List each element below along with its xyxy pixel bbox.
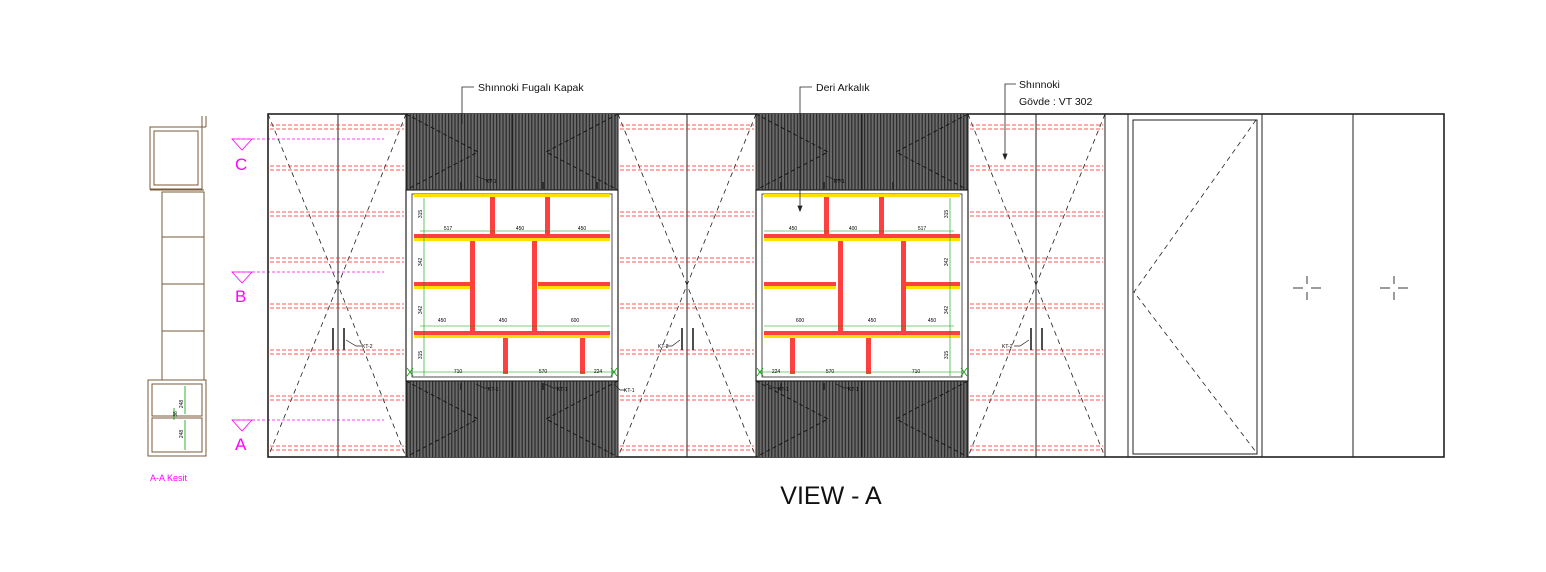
crosshair-icon (1293, 276, 1408, 300)
view-title: VIEW - A (780, 482, 882, 510)
dim-l-r4-c: 224 (594, 369, 603, 375)
dim-r-r3-c: 450 (928, 318, 937, 324)
dim-r-side-3: 342 (944, 306, 950, 315)
tag-kt2-mid: KT-2 (658, 344, 669, 350)
dim-r-r4-c: 710 (912, 369, 921, 375)
hidden-shelf-lines (270, 124, 1103, 451)
niche-right (755, 189, 969, 382)
dim-l-side-1: 315 (418, 210, 424, 219)
section-dimensions (173, 386, 186, 450)
dim-l-r3-a: 450 (438, 318, 447, 324)
callout-body-code: Gövde : VT 302 (1019, 96, 1093, 108)
dim-l-side-3: 342 (418, 306, 424, 315)
callout-fluted-door: Shınnoki Fugalı Kapak (478, 82, 584, 94)
section-dim-3: 36 (173, 411, 179, 417)
section-markers (231, 138, 384, 432)
dim-r-r1-b: 400 (849, 226, 858, 232)
dim-l-r4-a: 710 (454, 369, 463, 375)
dim-r-side-2: 342 (944, 258, 950, 267)
dim-r-r4-a: 224 (772, 369, 781, 375)
tag-kt1-bot-3: KT-1 (624, 388, 635, 394)
dim-l-side-4: 315 (418, 351, 424, 360)
section-dim-2: 248 (179, 430, 185, 439)
dim-l-side-2: 342 (418, 258, 424, 267)
dim-r-r1-a: 450 (789, 226, 798, 232)
section-top-cabinet (149, 126, 203, 190)
section-marker-a: A (235, 435, 247, 454)
tag-kt1-bot-2: KT-1 (557, 387, 568, 393)
door-handles (332, 182, 1043, 390)
callout-body-material: Shınnoki (1019, 79, 1060, 91)
tag-kt2-left: KT-2 (362, 344, 373, 350)
dim-r-r3-a: 600 (796, 318, 805, 324)
niche-left (405, 189, 619, 382)
section-caption: A-A Kesit (150, 473, 188, 483)
dim-l-r4-b: 570 (539, 369, 548, 375)
niche-markers (406, 367, 968, 377)
dim-l-r3-c: 600 (571, 318, 580, 324)
section-base-unit (147, 379, 207, 457)
section-aa (147, 116, 207, 457)
tag-kt1-bot-4: KT-1 (778, 387, 789, 393)
dim-l-r1-b: 450 (516, 226, 525, 232)
section-marker-c: C (235, 155, 247, 174)
callout-leather-back: Deri Arkalık (816, 82, 870, 94)
section-marker-b: B (235, 287, 246, 306)
tag-kt2-right: KT-2 (1002, 344, 1013, 350)
dim-r-r3-b: 450 (868, 318, 877, 324)
tag-kt1-top-left: KT-1 (486, 179, 497, 185)
tag-kt1-bot-5: KT-1 (848, 387, 859, 393)
dim-l-r1-a: 517 (444, 226, 453, 232)
dim-r-r4-b: 570 (826, 369, 835, 375)
dim-l-r1-c: 450 (578, 226, 587, 232)
dim-r-side-4: 315 (944, 351, 950, 360)
dim-r-r1-c: 517 (918, 226, 927, 232)
tag-leaders (345, 175, 1030, 391)
tall-door-frame (1132, 119, 1258, 455)
section-tall-body (161, 191, 205, 381)
tag-kt1-top-right: KT-1 (834, 179, 845, 185)
dim-l-r3-b: 450 (499, 318, 508, 324)
callout-leaders (461, 83, 1016, 213)
dim-r-side-1: 315 (944, 210, 950, 219)
section-dim-1: 248 (179, 400, 185, 409)
tag-kt1-bot-1: KT-1 (488, 387, 499, 393)
